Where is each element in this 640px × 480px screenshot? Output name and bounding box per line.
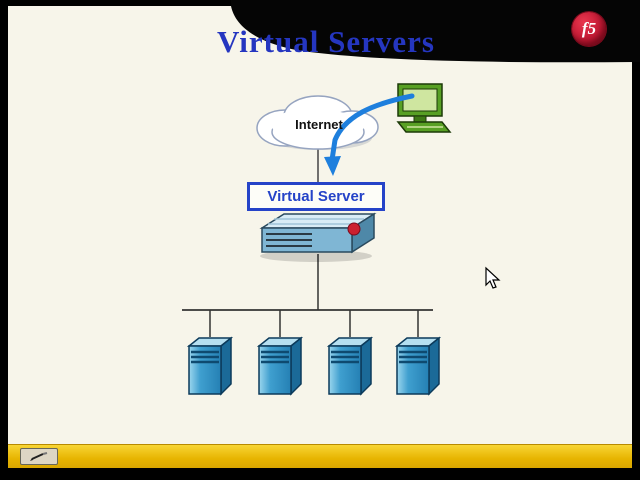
virtual-server-label: Virtual Server — [267, 188, 365, 205]
virtual-server-box: Virtual Server — [247, 182, 385, 211]
internet-label: Internet — [295, 117, 343, 132]
f5-logo: f5 — [572, 12, 606, 46]
slide-title: Virtual Servers — [217, 24, 435, 59]
annotation-pen-button[interactable] — [20, 448, 58, 465]
slide-surface[interactable] — [8, 6, 632, 467]
f5-logo-text: f5 — [581, 19, 597, 38]
annotation-pen-icon — [30, 451, 48, 461]
slideshow-toolbar — [8, 444, 632, 468]
